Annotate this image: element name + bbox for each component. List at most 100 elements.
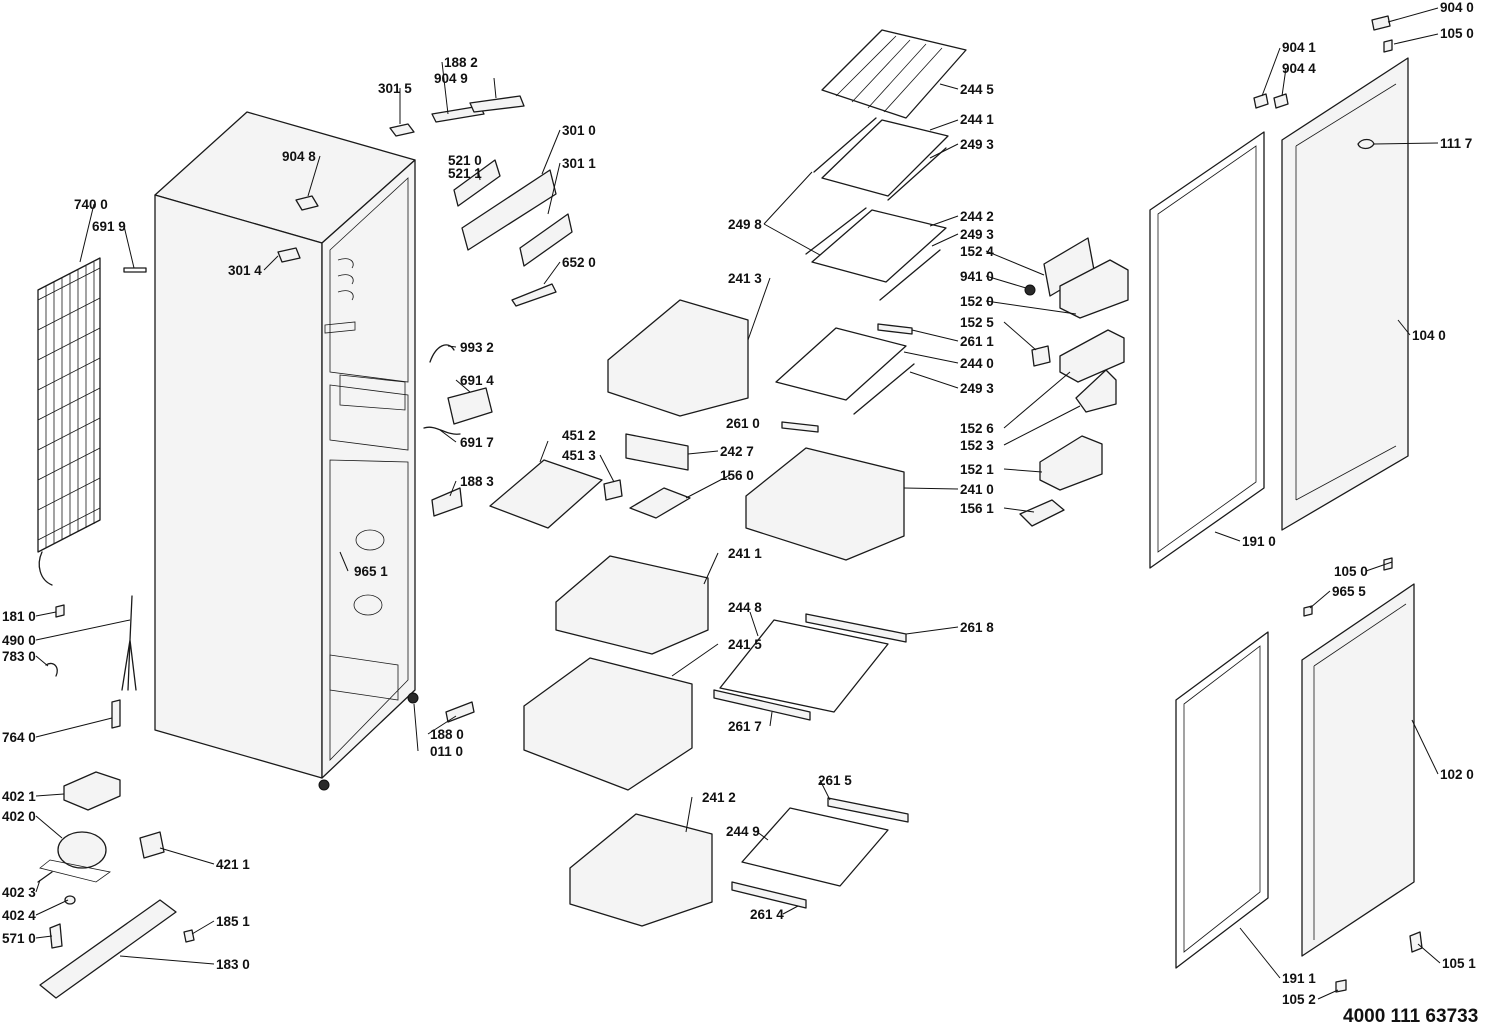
part-4024 xyxy=(64,895,76,905)
part-label: 261 0 xyxy=(726,416,760,431)
part-label: 261 5 xyxy=(818,773,852,788)
part-9048 xyxy=(295,195,319,211)
part-3015 xyxy=(389,123,415,137)
part-9040 xyxy=(1371,15,1391,31)
wire-9932 xyxy=(429,344,455,363)
part-label: 244 0 xyxy=(960,356,994,371)
part-label: 188 3 xyxy=(460,474,494,489)
part-label: 402 4 xyxy=(2,908,36,923)
document-number: 4000 111 63733 xyxy=(1343,1006,1478,1027)
balcony-1523 xyxy=(1075,369,1117,413)
part-label: 241 5 xyxy=(728,637,762,652)
part-9049 xyxy=(469,95,525,113)
part-label: 965 1 xyxy=(354,564,388,579)
part-label: 244 9 xyxy=(726,824,760,839)
part-label: 191 1 xyxy=(1282,971,1316,986)
part-label: 249 3 xyxy=(960,227,994,242)
part-label: 188 2 xyxy=(444,55,478,70)
part-label: 402 1 xyxy=(2,789,36,804)
leader-lines xyxy=(35,7,1441,1000)
part-label: 652 0 xyxy=(562,255,596,270)
hinge-1051 xyxy=(1409,931,1423,953)
part-6914 xyxy=(447,387,493,425)
part-label: 241 1 xyxy=(728,546,762,561)
part-5710 xyxy=(49,923,63,949)
gasket-1910 xyxy=(1149,131,1265,569)
part-4513 xyxy=(603,479,623,501)
compressor-4020 xyxy=(39,831,111,883)
part-label: 764 0 xyxy=(2,730,36,745)
control-board-5210 xyxy=(453,159,501,207)
balcony-1521 xyxy=(1039,435,1103,491)
part-label: 261 4 xyxy=(750,907,784,922)
part-label: 904 1 xyxy=(1282,40,1316,55)
part-1050-top xyxy=(1383,39,1393,53)
rail-2614 xyxy=(731,881,807,909)
drawer-2413 xyxy=(607,299,749,417)
part-label: 242 7 xyxy=(720,444,754,459)
part-label: 244 1 xyxy=(960,112,994,127)
part-label: 181 0 xyxy=(2,609,36,624)
part-label: 490 0 xyxy=(2,633,36,648)
part-label: 904 9 xyxy=(434,71,468,86)
part-label: 521 1 xyxy=(448,166,482,181)
part-label: 571 0 xyxy=(2,931,36,946)
part-label: 011 0 xyxy=(430,744,463,759)
part-label: 111 7 xyxy=(1440,136,1472,151)
gasket-1911 xyxy=(1175,631,1269,969)
frame-1830 xyxy=(39,899,177,999)
strip-2611 xyxy=(877,323,913,335)
rail-2618 xyxy=(805,613,907,643)
part-1052 xyxy=(1335,979,1347,993)
part-9044 xyxy=(1273,93,1289,109)
knob-9410 xyxy=(1024,284,1036,296)
part-label: 783 0 xyxy=(2,649,36,664)
part-label: 152 1 xyxy=(960,462,994,477)
part-label: 261 7 xyxy=(728,719,762,734)
egg-tray-1560 xyxy=(629,487,691,519)
part-label: 904 0 xyxy=(1440,0,1474,15)
part-label: 249 3 xyxy=(960,381,994,396)
part-1050-mid xyxy=(1383,557,1393,571)
part-label: 244 2 xyxy=(960,209,994,224)
tray-4021 xyxy=(63,771,121,811)
part-label: 421 1 xyxy=(216,857,250,872)
glass-shelf-2449 xyxy=(741,807,889,887)
part-label: 993 2 xyxy=(460,340,494,355)
part-label: 521 0 xyxy=(448,153,482,168)
part-label: 451 2 xyxy=(562,428,596,443)
part-label: 191 0 xyxy=(1242,534,1276,549)
strip-2610 xyxy=(781,421,819,433)
part-label: 249 8 xyxy=(728,217,762,232)
part-label: 301 1 xyxy=(562,156,596,171)
part-label: 102 0 xyxy=(1440,767,1474,782)
part-label: 965 5 xyxy=(1332,584,1366,599)
part-label: 691 9 xyxy=(92,219,126,234)
part-label: 941 0 xyxy=(960,269,994,284)
cabinet-body xyxy=(154,111,419,791)
glass-shelf-2440 xyxy=(775,327,907,401)
part-label: 904 4 xyxy=(1282,61,1316,76)
handle-1117 xyxy=(1357,138,1375,150)
drawer-2410 xyxy=(745,447,905,561)
part-label: 105 2 xyxy=(1282,992,1316,1007)
part-label: 249 3 xyxy=(960,137,994,152)
part-9655 xyxy=(1303,605,1313,617)
part-label: 691 4 xyxy=(460,373,494,388)
glass-shelf-2441 xyxy=(821,119,949,197)
cable-4900 xyxy=(121,595,137,691)
condenser-coil xyxy=(37,257,101,586)
drawer-2415 xyxy=(523,657,693,791)
part-1525 xyxy=(1031,345,1051,367)
part-label: 301 0 xyxy=(562,123,596,138)
part-label: 451 3 xyxy=(562,448,596,463)
part-label: 904 8 xyxy=(282,149,316,164)
glass-shelf-2442 xyxy=(811,209,947,283)
hinge-1883 xyxy=(431,487,463,517)
part-label: 152 6 xyxy=(960,421,994,436)
part-label: 402 0 xyxy=(2,809,36,824)
part-3014 xyxy=(277,247,301,263)
part-label: 244 8 xyxy=(728,600,762,615)
rail-2615 xyxy=(827,797,909,823)
relay-4211 xyxy=(139,831,165,859)
